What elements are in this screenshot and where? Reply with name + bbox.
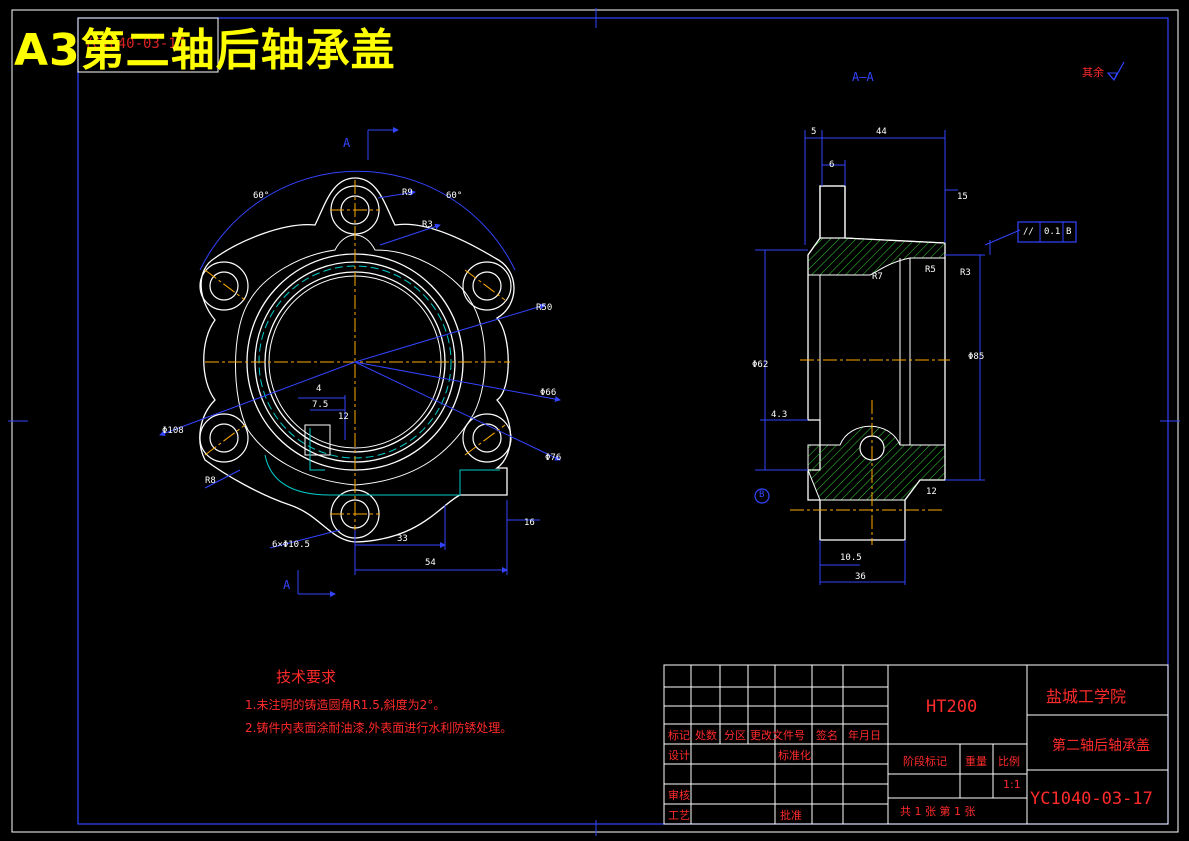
- tb-label-process: 工艺: [668, 809, 690, 822]
- dim-sR3: R3: [960, 268, 971, 278]
- dim-4: 4: [316, 384, 322, 394]
- dim-12: 12: [338, 412, 349, 422]
- frames: [8, 8, 1180, 836]
- requirements-heading: 技术要求: [276, 668, 337, 686]
- surface-note: 其余: [1082, 66, 1104, 79]
- dim-s36: 36: [855, 572, 866, 582]
- tb-label-zone: 分区: [724, 729, 746, 742]
- dim-54: 54: [425, 558, 436, 568]
- section-mark-bottom: A: [283, 578, 291, 592]
- dim-r9: R9: [402, 188, 413, 198]
- tb-label-date: 年月日: [848, 729, 881, 742]
- tb-label-standard: 标准化: [778, 749, 811, 762]
- dim-angle-left: 60°: [253, 191, 270, 201]
- dim-s5: 5: [811, 127, 817, 137]
- dim-r50: R50: [536, 303, 553, 313]
- dim-sd85: Φ85: [968, 352, 985, 362]
- dim-s25: R5: [925, 265, 936, 275]
- scale-value: 1:1: [1003, 778, 1021, 791]
- page-title: A3第二轴后轴承盖: [14, 25, 396, 76]
- part-name: 第二轴后轴承盖: [1052, 738, 1150, 754]
- dim-7-5: 7.5: [312, 400, 329, 410]
- dim-16: 16: [524, 518, 535, 528]
- tol-ref: B: [1066, 227, 1072, 237]
- front-view: [159, 127, 561, 597]
- tb-label-doc: 更改文件号: [750, 729, 805, 742]
- dim-sd62: Φ62: [752, 360, 769, 370]
- dim-s12: 12: [926, 487, 937, 497]
- dim-s44: 44: [876, 127, 887, 137]
- dim-d66: Φ66: [540, 388, 557, 398]
- dim-s105: 10.5: [840, 553, 862, 563]
- dim-r3: R3: [422, 220, 433, 230]
- dim-s15: 15: [957, 192, 968, 202]
- section-view: [754, 61, 1125, 585]
- drawing-code-ghost: YC1040-03-17: [84, 36, 186, 52]
- tol-value: 0.1: [1044, 227, 1061, 237]
- title-block-grid: [663, 664, 1169, 825]
- dim-s43: 4.3: [771, 410, 788, 420]
- tb-label-mark: 标记: [668, 729, 690, 742]
- dim-s7: R7: [872, 272, 883, 282]
- datum-label: B: [759, 490, 765, 500]
- dim-holes: 6×Φ10.5: [272, 540, 310, 550]
- tb-label-design: 设计: [668, 749, 690, 762]
- requirement-item-1: 1.未注明的铸造圆角R1.5,斜度为2°。: [245, 698, 446, 712]
- tb-label-approve: 批准: [780, 809, 802, 822]
- dim-d108: Φ108: [162, 426, 184, 436]
- tol-symbol: //: [1023, 227, 1034, 237]
- dim-s6: 6: [829, 160, 835, 170]
- section-label: A—A: [852, 70, 874, 84]
- dim-d76: Φ76: [545, 453, 562, 463]
- requirement-item-2: 2.铸件内表面涂耐油漆,外表面进行水利防锈处理。: [245, 721, 513, 735]
- material: HT200: [926, 697, 978, 717]
- tb-label-stage: 阶段标记: [903, 755, 947, 768]
- tb-label-review: 审核: [668, 789, 690, 802]
- dim-angle-right: 60°: [446, 191, 463, 201]
- section-mark-top: A: [343, 136, 351, 150]
- tb-label-weight: 重量: [965, 755, 987, 768]
- drawing-number: YC1040-03-17: [1030, 789, 1153, 809]
- tb-label-sign: 签名: [816, 729, 838, 742]
- dim-33: 33: [397, 534, 408, 544]
- tb-label-count: 处数: [695, 729, 717, 742]
- sheet-count: 共 1 张 第 1 张: [900, 805, 976, 818]
- dim-r8: R8: [205, 476, 216, 486]
- school-name: 盐城工学院: [1046, 687, 1127, 706]
- tb-label-scale: 比例: [998, 755, 1020, 768]
